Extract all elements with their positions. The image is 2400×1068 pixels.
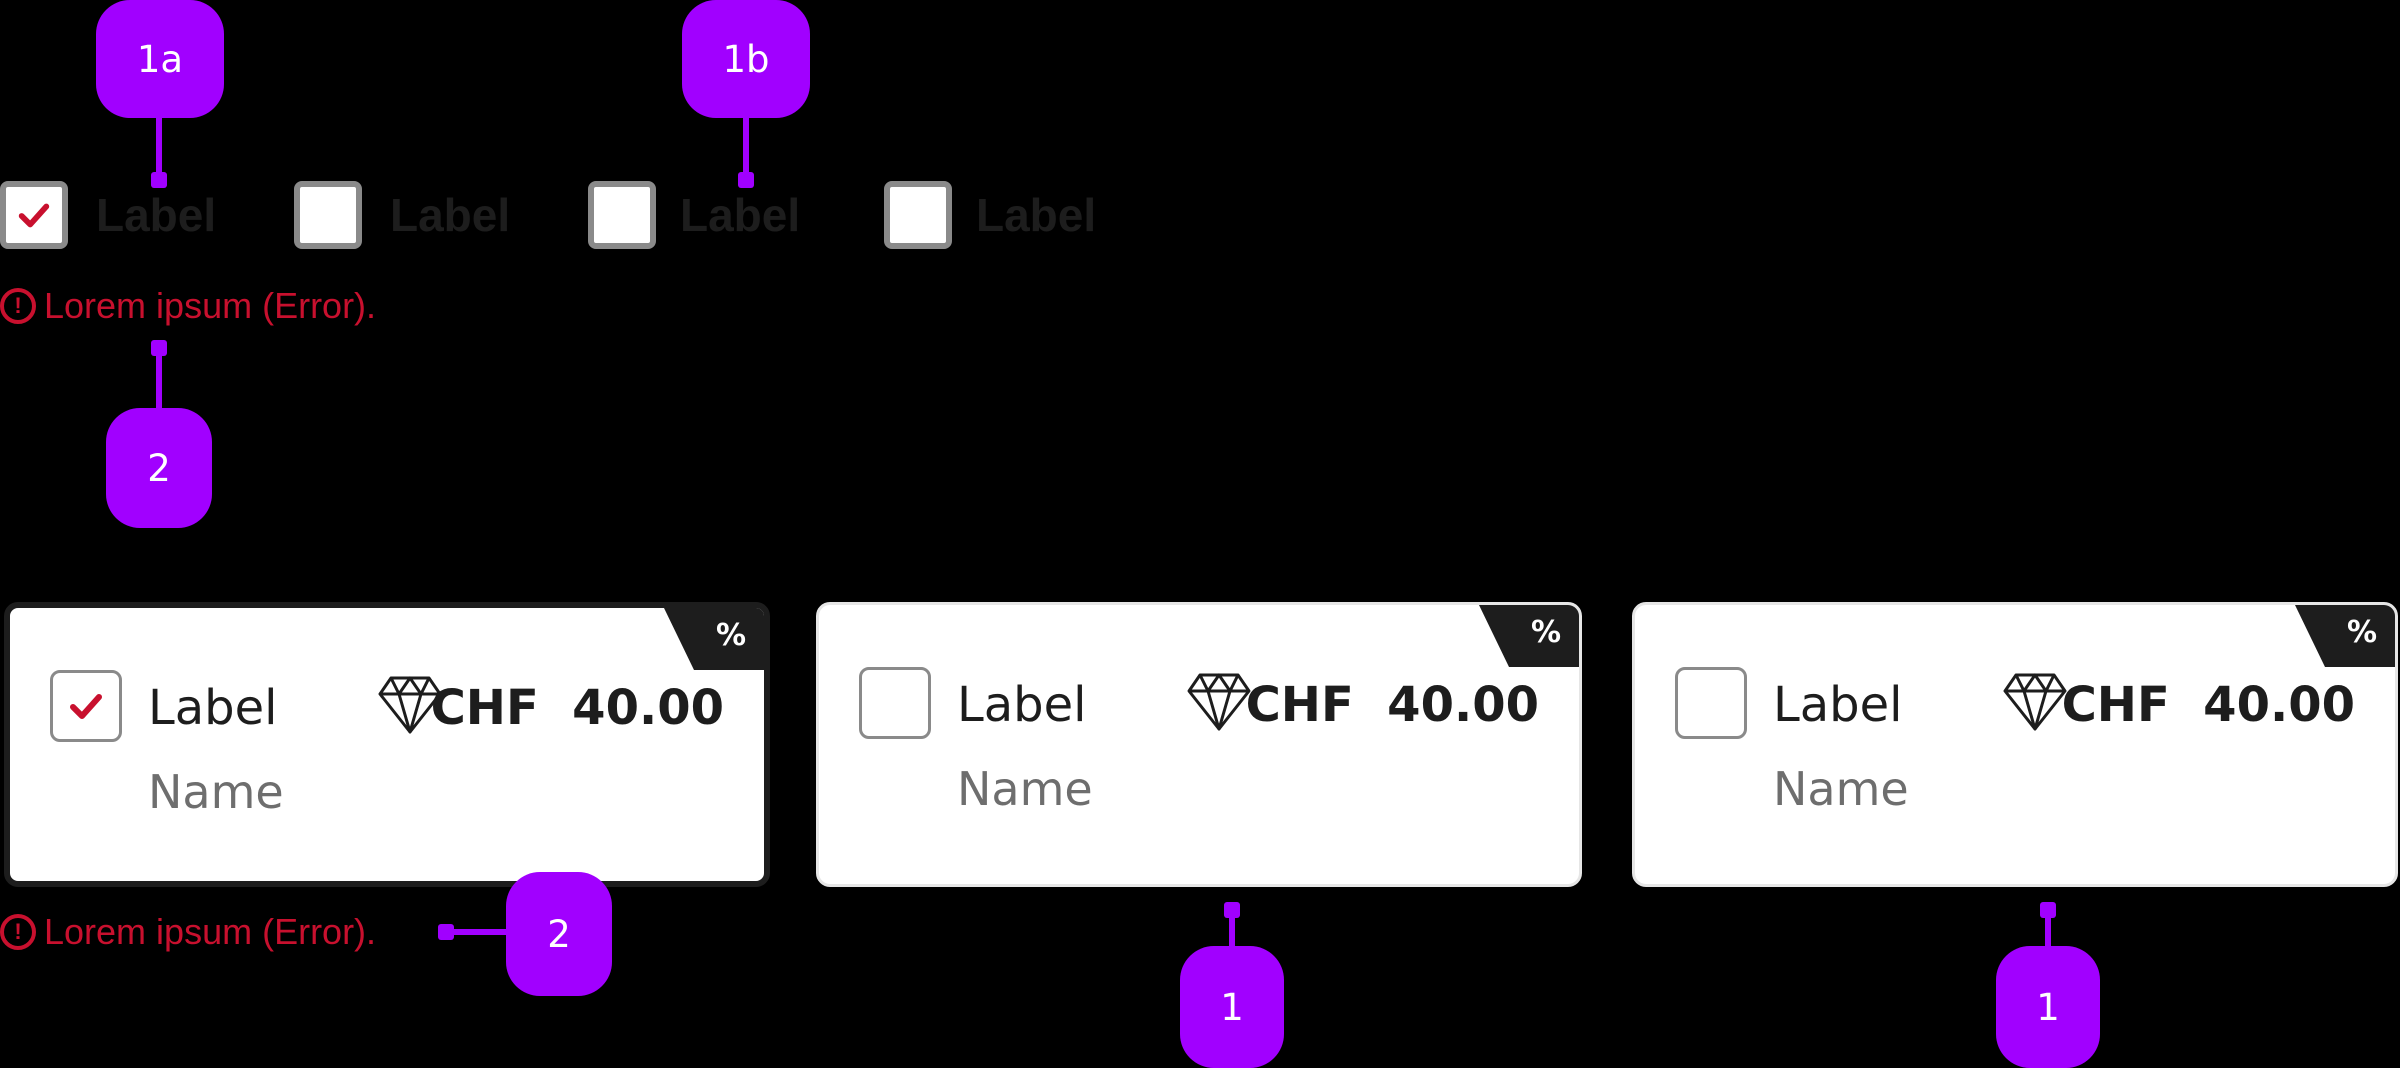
discount-tag: % [1479, 605, 1579, 667]
checkbox-label: Label [680, 189, 801, 241]
checkbox-checked[interactable] [0, 181, 68, 249]
annotation-anchor [151, 340, 167, 356]
error-text: Lorem ipsum (Error). [44, 285, 377, 326]
annotation-badge-1: 1 [1180, 946, 1284, 1068]
checkmark-icon [18, 203, 50, 228]
checkbox-unchecked[interactable] [294, 181, 362, 249]
card-name: Name [1773, 762, 1909, 816]
annotation-anchor [738, 172, 754, 188]
diamond-icon [2003, 673, 2067, 731]
selectable-card[interactable]: % Label Name CHF 40.00 [816, 602, 1582, 887]
annotation-anchor [438, 924, 454, 940]
annotation-badge-1a: 1a [96, 0, 224, 118]
discount-tag: % [664, 608, 764, 670]
discount-tag: % [2295, 605, 2395, 667]
card-price: CHF 40.00 [430, 680, 724, 736]
checkbox-label: Label [976, 189, 1097, 241]
selectable-card-checked[interactable]: % Label Name CHF 40.00 [4, 602, 770, 887]
card-name: Name [957, 762, 1093, 816]
annotation-connector [2045, 912, 2051, 950]
checkbox-unchecked[interactable] [588, 181, 656, 249]
error-message: ! Lorem ipsum (Error). [0, 912, 376, 952]
card-label: Label [957, 677, 1087, 733]
checkbox-label: Label [390, 189, 511, 241]
annotation-badge-1b: 1b [682, 0, 810, 118]
discount-tag-label: % [2346, 615, 2377, 650]
card-checkbox[interactable] [1675, 667, 1747, 739]
card-price: CHF 40.00 [2061, 677, 2355, 733]
annotation-anchor [151, 172, 167, 188]
annotation-badge-1: 1 [1996, 946, 2100, 1068]
card-checkbox-checked[interactable] [50, 670, 122, 742]
annotation-connector [1229, 912, 1235, 950]
annotation-connector [156, 118, 162, 176]
annotation-anchor [2040, 902, 2056, 918]
exclamation-circle-icon: ! [0, 914, 36, 950]
annotation-connector [743, 118, 749, 176]
annotation-connector [452, 929, 510, 935]
annotation-badge-2: 2 [506, 872, 612, 996]
annotation-badge-2: 2 [106, 408, 212, 528]
annotation-anchor [1224, 902, 1240, 918]
discount-tag-label: % [1530, 615, 1561, 650]
diamond-icon [1187, 673, 1251, 731]
annotation-connector [156, 350, 162, 410]
checkmark-icon [70, 694, 102, 719]
card-name: Name [148, 765, 284, 819]
exclamation-circle-icon: ! [0, 288, 36, 324]
checkbox-unchecked[interactable] [884, 181, 952, 249]
card-price: CHF 40.00 [1245, 677, 1539, 733]
diamond-icon [378, 676, 442, 734]
discount-tag-label: % [715, 618, 746, 653]
card-checkbox[interactable] [859, 667, 931, 739]
checkbox-label: Label [96, 189, 217, 241]
card-label: Label [148, 680, 278, 736]
error-message: ! Lorem ipsum (Error). [0, 286, 376, 326]
card-label: Label [1773, 677, 1903, 733]
error-text: Lorem ipsum (Error). [44, 911, 377, 952]
selectable-card[interactable]: % Label Name CHF 40.00 [1632, 602, 2398, 887]
